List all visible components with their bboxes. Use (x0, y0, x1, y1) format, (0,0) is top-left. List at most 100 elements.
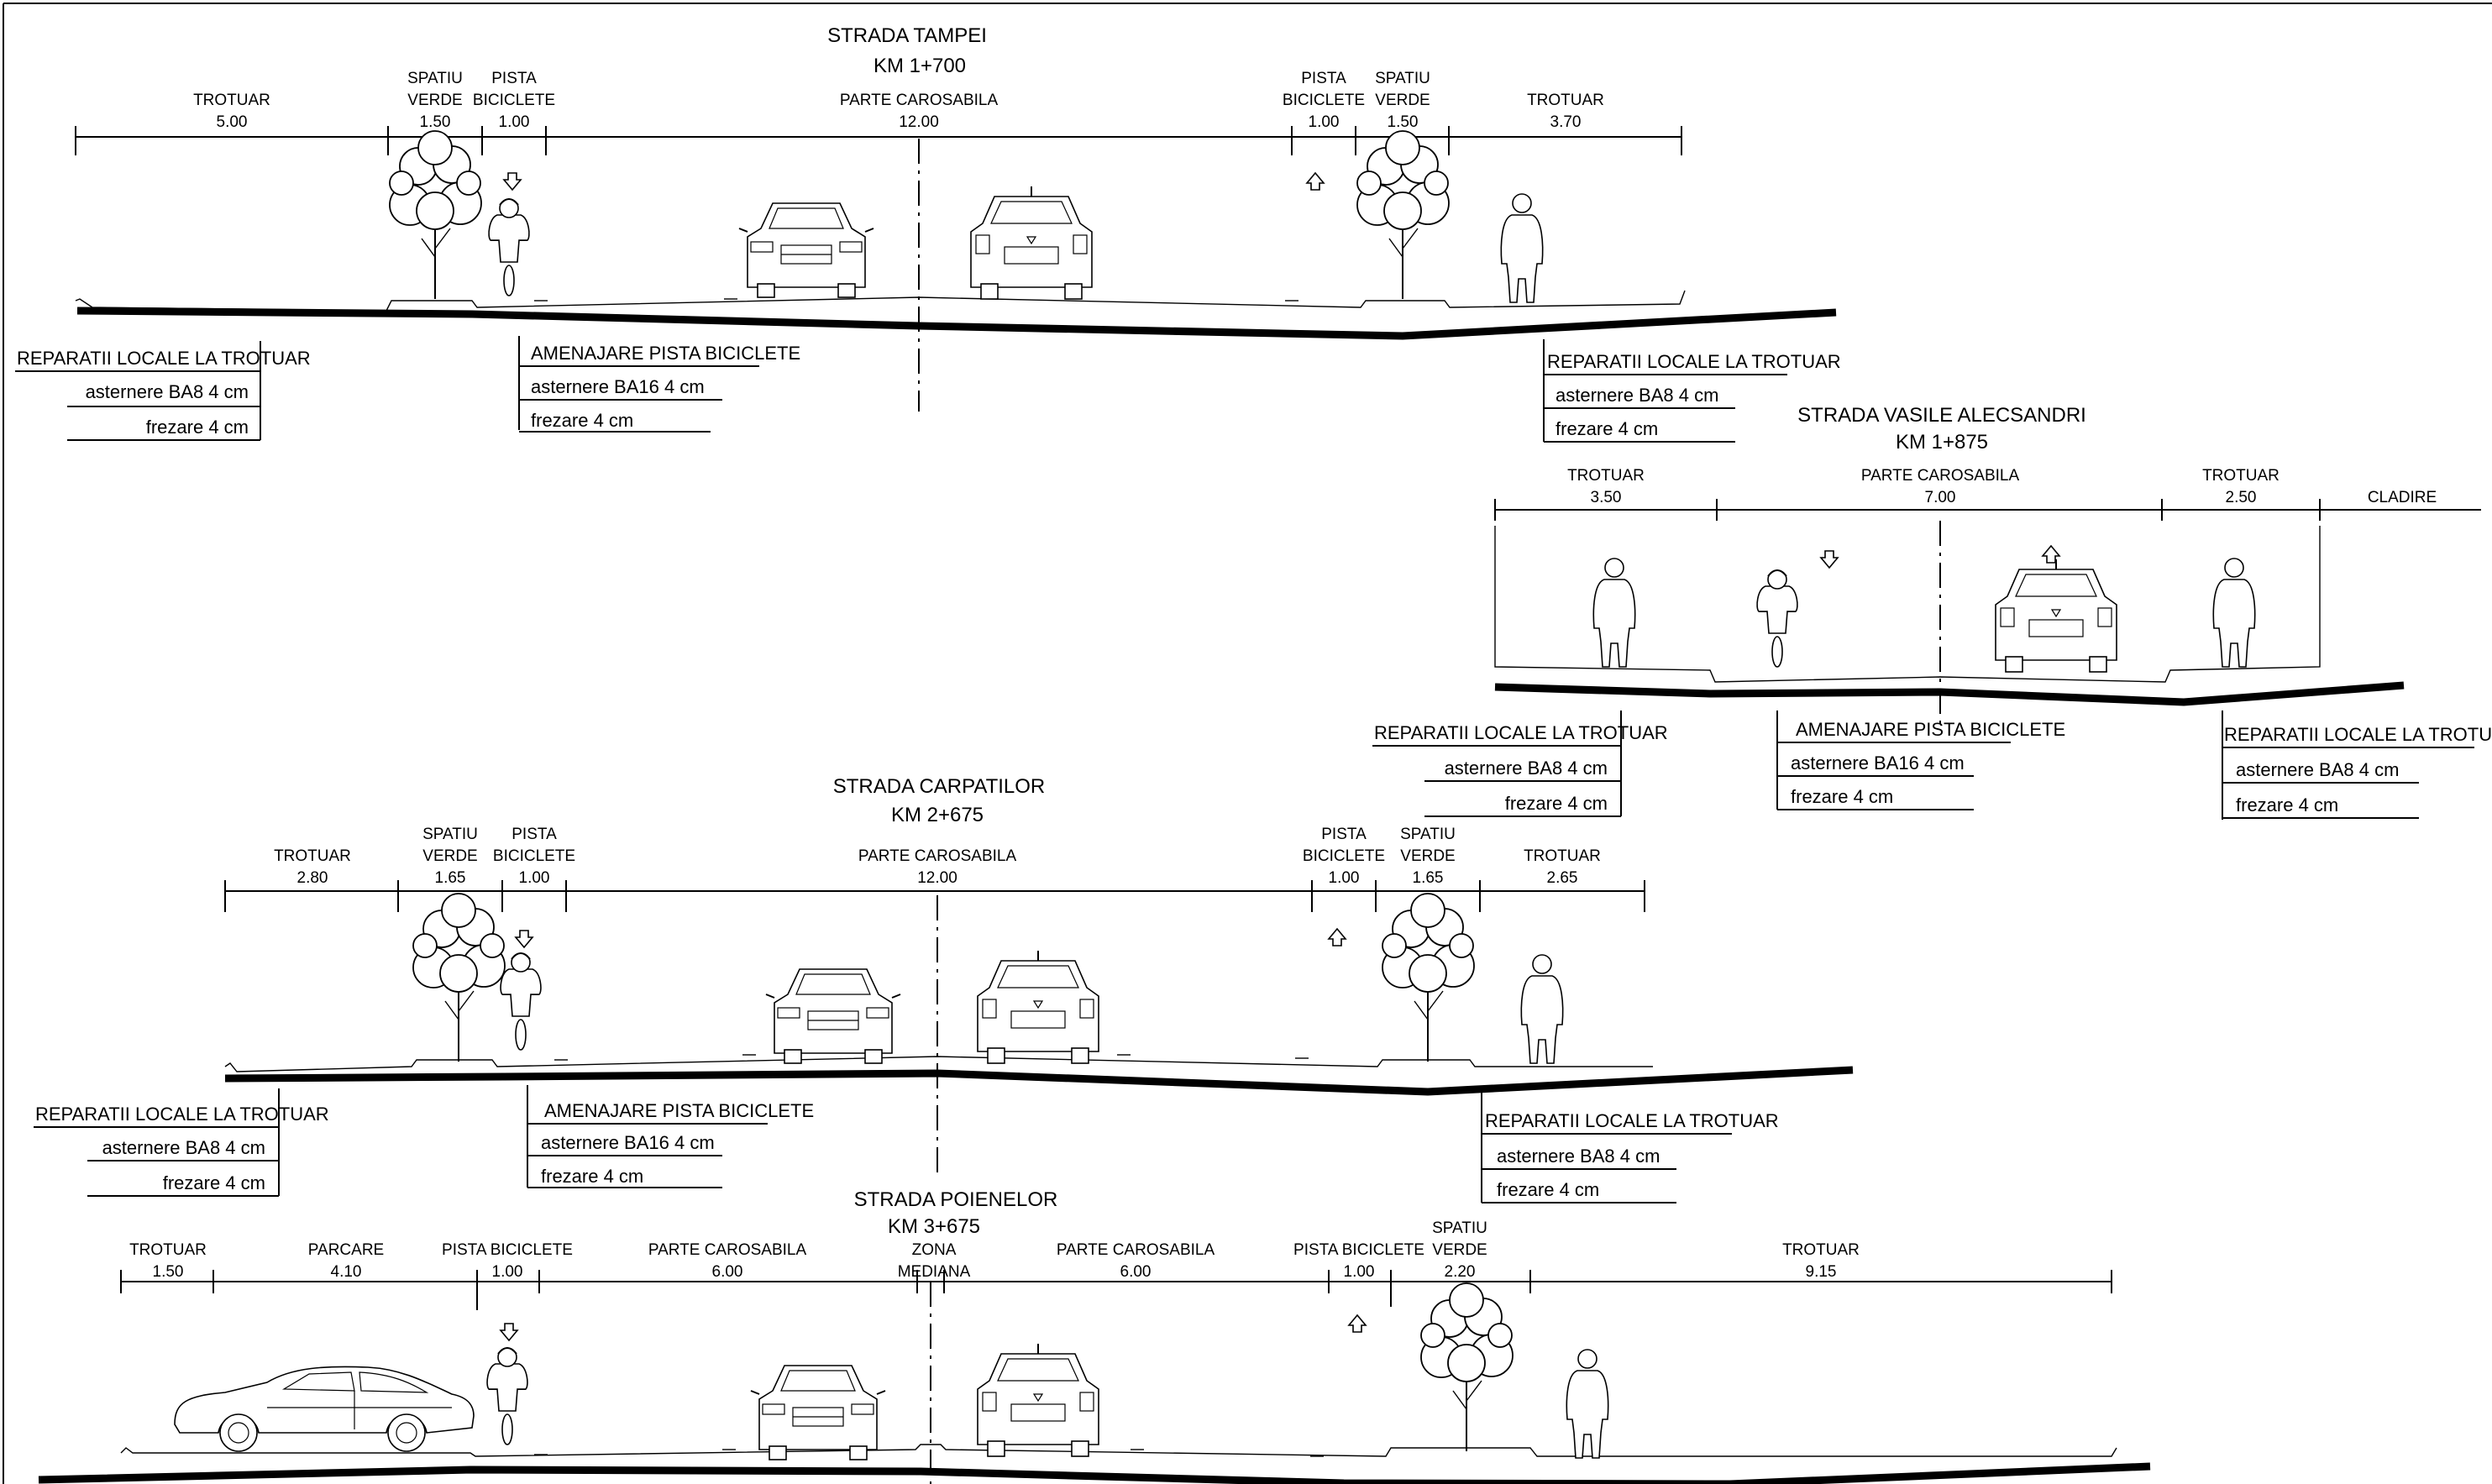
note-line: asternere BA8 4 cm (86, 381, 249, 402)
dim-label: SPATIU (1400, 826, 1456, 843)
note-line: frezare 4 cm (1497, 1179, 1599, 1200)
note-title: AMENAJARE PISTA BICICLETE (1796, 719, 2065, 740)
dim-label: PARCARE (308, 1241, 384, 1259)
dim-value: 3.70 (1550, 113, 1582, 131)
road-surface (224, 1056, 1854, 1096)
cyclist-icon (500, 952, 542, 1051)
note-line: asternere BA8 4 cm (1497, 1146, 1660, 1167)
road-surface (1494, 526, 2405, 706)
dim-value: 2.65 (1547, 869, 1578, 887)
note-line: frezare 4 cm (163, 1172, 265, 1193)
dim-label: PARTE CAROSABILA (840, 92, 999, 109)
note-repair-sidewalk-right: REPARATII LOCALE LA TROTUAR asternere BA… (1543, 339, 1841, 443)
pedestrian-icon (1566, 1349, 1609, 1459)
tree-icon (1356, 130, 1450, 300)
note-line: asternere BA16 4 cm (541, 1132, 715, 1153)
dim-label: PISTA BICICLETE (1293, 1241, 1424, 1259)
car-front-icon (738, 202, 874, 298)
tree-icon (412, 893, 506, 1062)
dim-label: TROTUAR (1524, 847, 1601, 865)
dim-value: 2.20 (1445, 1263, 1476, 1281)
dim-label: BICICLETE (1283, 92, 1365, 109)
dim-label: SPATIU (422, 826, 478, 843)
dim-label: BICICLETE (493, 847, 575, 865)
dim-label: PARTE CAROSABILA (858, 847, 1017, 865)
dim-label: SPATIU (1432, 1219, 1487, 1237)
dimension-line (120, 1270, 2112, 1310)
dim-value: 4.10 (331, 1263, 362, 1281)
dimension-labels: TROTUAR 5.00 SPATIU VERDE 1.50 PISTA BIC… (193, 70, 1604, 131)
dim-value: 1.00 (1329, 869, 1360, 887)
note-line: frezare 4 cm (1505, 793, 1608, 814)
dim-label: VERDE (1375, 92, 1430, 109)
note-line: frezare 4 cm (2236, 794, 2338, 815)
dim-label: TROTUAR (1567, 467, 1645, 485)
dim-value: 12.00 (899, 113, 939, 131)
cyclist-icon (1756, 569, 1798, 668)
dim-label: SPATIU (407, 70, 463, 87)
dim-value: 1.65 (1413, 869, 1444, 887)
note-line: frezare 4 cm (541, 1166, 643, 1187)
section-title: STRADA VASILE ALECSANDRI (1797, 404, 2086, 427)
note-repair-sidewalk-right: REPARATII LOCALE LA TROTUAR asternere BA… (1481, 1092, 1779, 1203)
dim-label: TROTUAR (274, 847, 351, 865)
dim-label: PARTE CAROSABILA (1057, 1241, 1215, 1259)
dim-label: PISTA (1301, 70, 1346, 87)
dimension-line (224, 880, 1645, 912)
section-tampei: STRADA TAMPEI KM 1+700 TROTUAR 5.00 SPAT… (15, 24, 1841, 443)
section-title: STRADA TAMPEI (827, 24, 987, 47)
dim-label: BICICLETE (1303, 847, 1385, 865)
dim-value: 2.50 (2226, 489, 2257, 506)
note-title: AMENAJARE PISTA BICICLETE (531, 343, 800, 364)
section-km: KM 3+675 (888, 1215, 980, 1238)
dim-label: PARTE CAROSABILA (1861, 467, 2020, 485)
car-rear-icon (977, 950, 1099, 1064)
arrow-up-icon (1348, 1314, 1367, 1333)
dim-label: VERDE (1432, 1241, 1487, 1259)
section-km: KM 1+700 (874, 55, 966, 77)
note-repair-sidewalk-left: REPARATII LOCALE LA TROTUAR asternere BA… (15, 341, 311, 441)
note-line: asternere BA8 4 cm (102, 1137, 265, 1158)
arrow-down-icon (500, 1323, 518, 1341)
dim-value: 1.00 (1344, 1263, 1375, 1281)
dimension-labels: TROTUAR 2.80 SPATIU VERDE 1.65 PISTA BIC… (274, 826, 1601, 887)
dim-value: 1.50 (1388, 113, 1419, 131)
dimension-line (1494, 499, 2481, 521)
arrow-down-icon (515, 930, 533, 948)
pedestrian-icon (2212, 558, 2256, 668)
cyclist-icon (488, 198, 530, 296)
note-bike-lane: AMENAJARE PISTA BICICLETE asternere BA16… (518, 336, 800, 433)
note-repair-sidewalk-left: REPARATII LOCALE LA TROTUAR asternere BA… (34, 1088, 329, 1197)
section-vasile-alecsandri: STRADA VASILE ALECSANDRI KM 1+875 TROTUA… (1372, 404, 2492, 820)
dim-label: PISTA (491, 70, 537, 87)
dim-label: SPATIU (1375, 70, 1430, 87)
note-line: asternere BA8 4 cm (1445, 758, 1608, 779)
car-front-icon (750, 1365, 886, 1460)
section-carpatilor: STRADA CARPATILOR KM 2+675 TROTUAR 2.80 … (34, 775, 1854, 1203)
dim-label: MEDIANA (898, 1263, 971, 1281)
section-title: STRADA POIENELOR (854, 1188, 1058, 1211)
pedestrian-icon (1592, 558, 1636, 668)
dim-label: TROTUAR (1527, 92, 1604, 109)
dim-value: 1.00 (519, 869, 550, 887)
note-title: REPARATII LOCALE LA TROTUAR (17, 348, 311, 369)
dim-label: PISTA (1321, 826, 1367, 843)
road-surface (75, 290, 1837, 340)
note-line: frezare 4 cm (531, 410, 633, 431)
note-bike-lane: AMENAJARE PISTA BICICLETE asternere BA16… (527, 1085, 814, 1188)
dim-value: 1.00 (492, 1263, 523, 1281)
dim-value: 2.80 (297, 869, 328, 887)
note-line: frezare 4 cm (146, 417, 249, 438)
car-side-icon (174, 1366, 475, 1452)
arrow-up-icon (1328, 928, 1346, 947)
tree-icon (1420, 1282, 1514, 1452)
dim-value: 12.00 (917, 869, 957, 887)
section-poienelor: STRADA POIENELOR KM 3+675 TROTUAR 1.50 P… (38, 1188, 2151, 1484)
note-title: REPARATII LOCALE LA TROTUAR (2224, 724, 2492, 745)
note-line: asternere BA16 4 cm (1791, 752, 1965, 773)
dim-value: 7.00 (1925, 489, 1956, 506)
dim-label: PARTE CAROSABILA (648, 1241, 807, 1259)
note-title: REPARATII LOCALE LA TROTUAR (1374, 722, 1668, 743)
dim-value: 1.00 (1309, 113, 1340, 131)
